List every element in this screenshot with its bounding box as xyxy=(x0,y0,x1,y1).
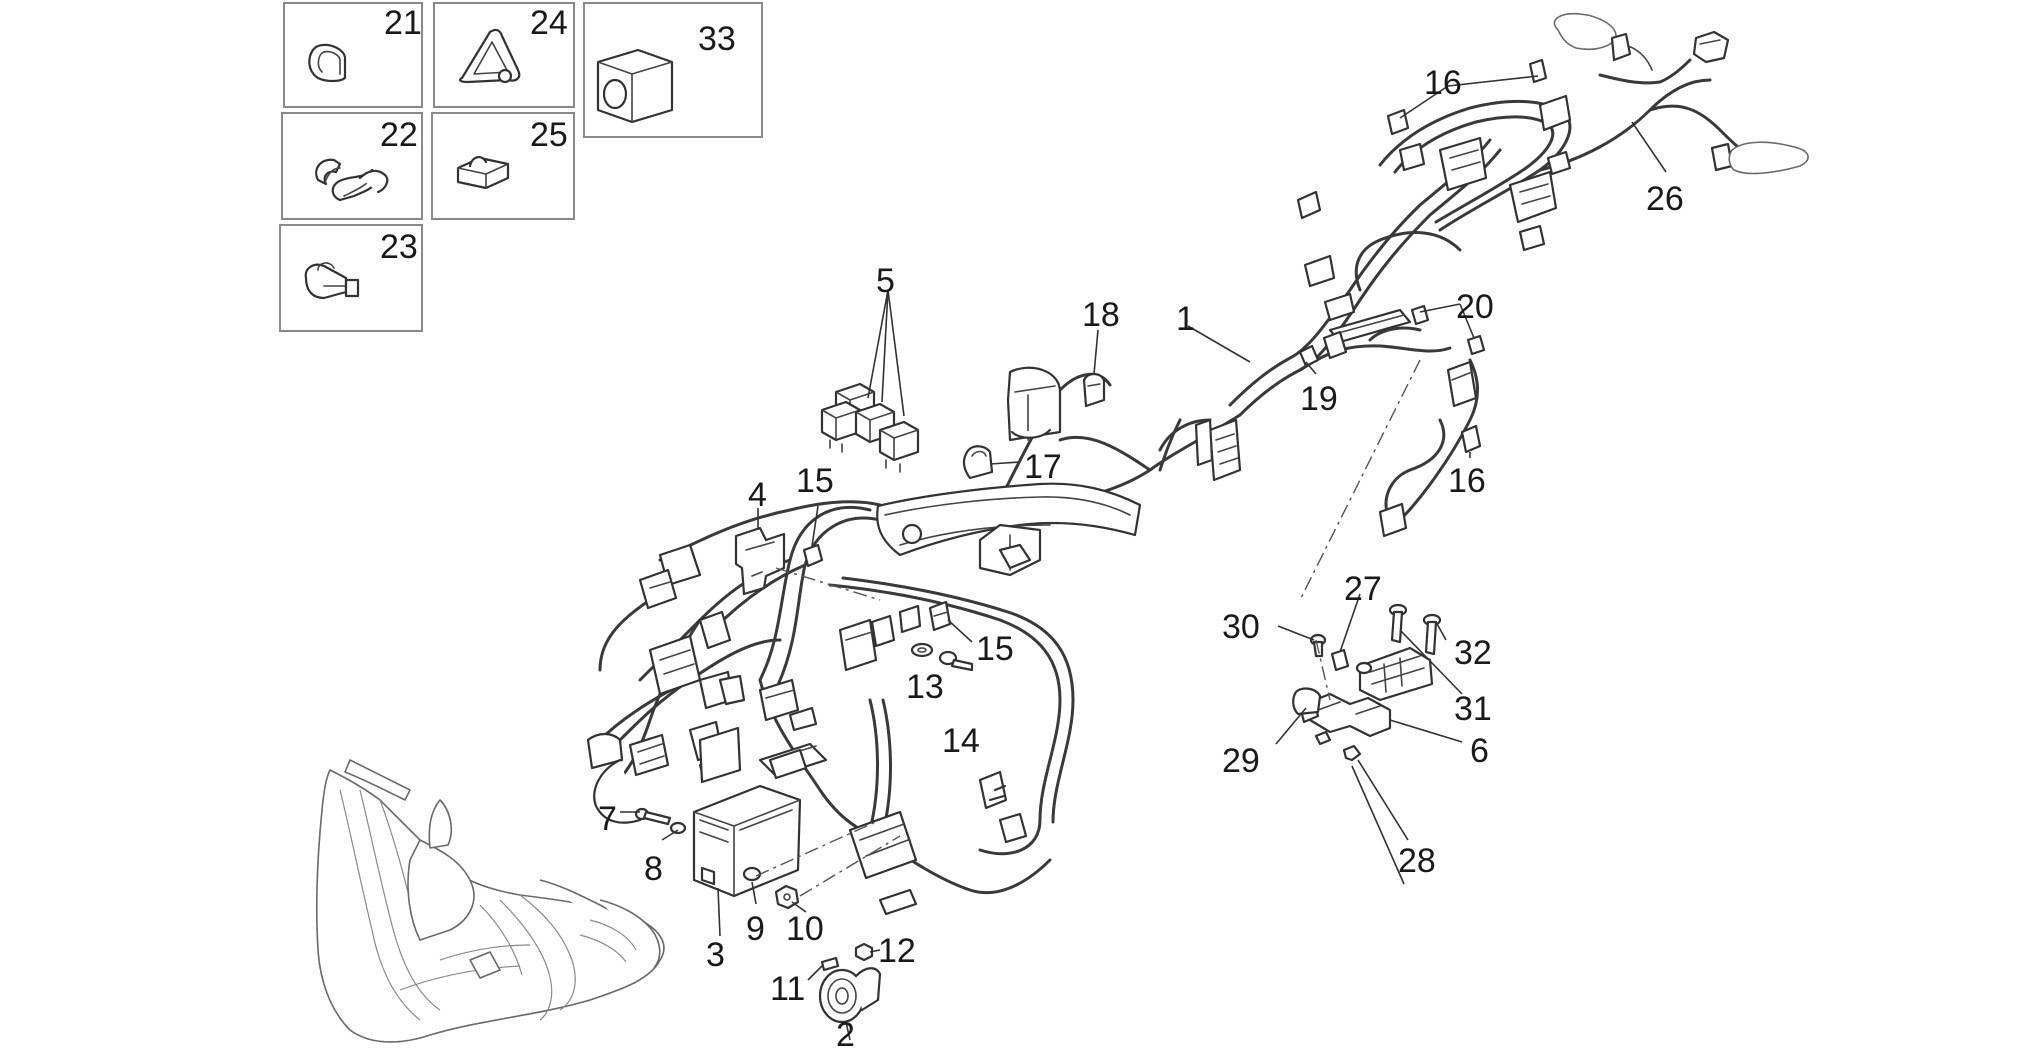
part-15-clip-b xyxy=(928,600,952,632)
callout-9: 9 xyxy=(746,910,765,948)
inset-box-33: 33 xyxy=(583,2,763,138)
callout-24: 24 xyxy=(530,4,568,42)
callout-6: 6 xyxy=(1470,732,1489,770)
leader-lines xyxy=(620,75,1667,1041)
headlight-assembly xyxy=(315,759,665,1043)
callout-28: 28 xyxy=(1398,842,1436,880)
callout-14: 14 xyxy=(942,722,980,760)
callout-31: 31 xyxy=(1454,690,1492,728)
callout-13: 13 xyxy=(906,668,944,706)
part-6-bracket xyxy=(1298,646,1434,738)
part-29-bracket xyxy=(1292,687,1322,716)
callout-20: 20 xyxy=(1456,288,1494,326)
callout-18: 18 xyxy=(1082,296,1120,334)
part-18-clip xyxy=(1082,372,1106,408)
part-31-bolt xyxy=(1388,603,1408,644)
callout-10: 10 xyxy=(786,910,824,948)
part-16-connector-top xyxy=(1386,58,1548,136)
part-12-nut xyxy=(854,942,874,962)
inset-box-25: 25 xyxy=(431,112,575,220)
part-2-horn xyxy=(818,967,882,1024)
callout-4: 4 xyxy=(748,476,767,514)
callout-8: 8 xyxy=(644,850,663,888)
part-19-clip xyxy=(1298,330,1348,368)
callout-32: 32 xyxy=(1454,634,1492,672)
part-14-screw xyxy=(938,650,974,672)
callout-16b: 16 xyxy=(1448,462,1486,500)
part-28-nut xyxy=(1314,730,1362,762)
inset-box-21: 21 xyxy=(283,2,423,108)
part-15-clip-a xyxy=(802,543,824,568)
callout-29: 29 xyxy=(1222,742,1260,780)
callout-25: 25 xyxy=(530,116,568,154)
part-16-connector-right xyxy=(1460,424,1482,454)
callout-2: 2 xyxy=(836,1016,855,1053)
main-wiring-harness xyxy=(586,58,1752,916)
callout-3: 3 xyxy=(706,936,725,974)
callout-26: 26 xyxy=(1646,180,1684,218)
callout-11: 11 xyxy=(770,970,805,1008)
part-30-screw xyxy=(1309,633,1373,675)
callout-30: 30 xyxy=(1222,608,1260,646)
part-26-indicator-left xyxy=(1553,12,1653,71)
part-26-relay-connector xyxy=(1692,30,1730,64)
part-27-clip xyxy=(1330,648,1350,672)
part-26-indicator-right xyxy=(1710,141,1809,175)
inset-box-24: 24 xyxy=(433,2,575,108)
callout-5: 5 xyxy=(876,262,895,300)
callout-21: 21 xyxy=(384,4,422,42)
callout-27: 27 xyxy=(1344,570,1382,608)
inset-box-22: 22 xyxy=(281,112,423,220)
part-13-washer xyxy=(910,642,934,658)
callout-7: 7 xyxy=(598,800,617,838)
part-8-washer xyxy=(669,821,687,835)
part-7-screw xyxy=(634,807,672,826)
callout-15b: 15 xyxy=(976,630,1014,668)
callout-19: 19 xyxy=(1300,380,1338,418)
inset-box-23: 23 xyxy=(279,224,423,332)
callout-22: 22 xyxy=(380,116,418,154)
part-4-bracket xyxy=(734,526,786,596)
part-9-grommet xyxy=(742,866,762,882)
callout-15a: 15 xyxy=(796,462,834,500)
part-11-screw xyxy=(820,956,840,972)
part-32-bolt xyxy=(1422,613,1442,656)
callout-33: 33 xyxy=(698,20,736,58)
callout-23: 23 xyxy=(380,228,418,266)
callout-labels: 1 2 3 4 5 6 7 8 9 10 11 12 13 14 15 15 1… xyxy=(598,64,1684,1053)
assembly-lines xyxy=(755,359,1421,897)
callout-16a: 16 xyxy=(1424,64,1462,102)
callout-17: 17 xyxy=(1024,448,1062,486)
callout-1: 1 xyxy=(1176,300,1195,338)
part-17-clip xyxy=(962,445,994,480)
callout-12: 12 xyxy=(878,932,916,970)
relays xyxy=(820,382,920,473)
